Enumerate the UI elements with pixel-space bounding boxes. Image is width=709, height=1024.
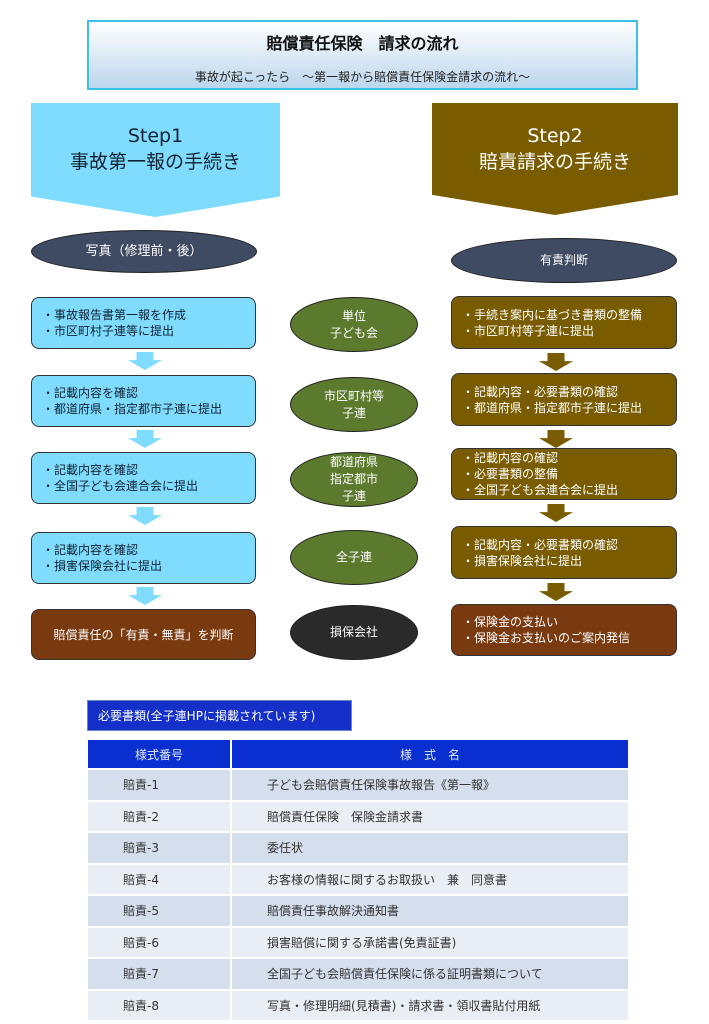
box-line: ・全国子ども会連合会に提出 <box>42 479 199 493</box>
step1-oval: 写真（修理前・後） <box>31 230 257 273</box>
form-number-cell: 賠責-3 <box>88 831 232 864</box>
step1-box: ・記載内容を確認・都道府県・指定都市子連に提出 <box>31 375 256 427</box>
box-line: ・損害保険会社に提出 <box>42 559 163 573</box>
form-number-cell: 賠責-8 <box>88 988 232 1020</box>
box-line: ・保険金の支払い <box>462 615 559 629</box>
form-name-cell: 委任状 <box>231 831 628 864</box>
box-line: ・都道府県・指定都市子連に提出 <box>462 400 643 415</box>
box-line: ・手続き案内に基づき書類の整備 <box>462 307 643 322</box>
step2-down-arrow-icon <box>539 504 573 522</box>
form-name-cell: お客様の情報に関するお取扱い 兼 同意書 <box>231 862 628 895</box>
step2-title: 賠責請求の手続き <box>478 151 631 173</box>
box-line: ・必要書類の整備 <box>462 467 559 481</box>
page-subtitle: 事故が起こったら ～第一報から賠償責任保険金請求の流れ～ <box>194 70 531 84</box>
form-name-cell: 賠償責任保険 保険金請求書 <box>231 799 628 832</box>
actor-oval: 都道府県指定都市子連 <box>290 452 418 507</box>
box-line: ・都道府県・指定都市子連に提出 <box>42 402 223 416</box>
step2-banner: Step2 賠責請求の手続き <box>432 103 678 215</box>
actor-oval: 損保会社 <box>290 605 418 660</box>
step2-final-box: ・保険金の支払い・保険金お支払いのご案内発信 <box>451 604 677 656</box>
step2-down-arrow-icon <box>539 583 573 601</box>
form-name-cell: 損害賠償に関する承諾書(免責証書) <box>231 925 628 958</box>
box-line: 市区町村等 <box>323 388 384 403</box>
step1-title: 事故第一報の手続き <box>69 151 241 173</box>
actor-oval: 全子連 <box>290 530 418 585</box>
box-line: 子ども会 <box>329 325 378 340</box>
box-line: ・全国子ども会連合会に提出 <box>462 483 619 497</box>
step2-box: ・記載内容・必要書類の確認・都道府県・指定都市子連に提出 <box>451 373 677 426</box>
form-number-cell: 賠責-2 <box>88 799 232 832</box>
box-line: ・事故報告書第一報を作成 <box>42 308 187 322</box>
step1-box: ・事故報告書第一報を作成・市区町村子連等に提出 <box>31 297 256 349</box>
actor-label: 都道府県指定都市子連 <box>330 454 378 505</box>
step1-box: ・記載内容を確認・損害保険会社に提出 <box>31 532 256 584</box>
step1-down-arrow-icon <box>128 587 162 605</box>
box-line: 全子連 <box>335 550 372 564</box>
actor-oval: 市区町村等子連 <box>290 377 418 432</box>
box-line: ・記載内容を確認 <box>42 543 139 557</box>
form-number-cell: 賠責-1 <box>88 768 232 801</box>
step2-label: Step2 <box>527 125 583 147</box>
step2-box: ・記載内容の確認・必要書類の整備・全国子ども会連合会に提出 <box>451 448 677 500</box>
col-header: 様式番号 <box>88 740 232 769</box>
step1-down-arrow-icon <box>128 507 162 525</box>
box-line: 子連 <box>341 489 366 503</box>
step1-box: ・記載内容を確認・全国子ども会連合会に提出 <box>31 452 256 504</box>
box-line: ・市区町村子連等に提出 <box>42 324 175 338</box>
box-line: 損保会社 <box>329 625 378 639</box>
actor-oval: 単位子ども会 <box>290 297 418 352</box>
actor-label: 損保会社 <box>330 624 378 641</box>
box-line: ・市区町村等子連に提出 <box>462 323 595 338</box>
box-line: ・記載内容を確認 <box>42 463 139 477</box>
step1-final-box: 賠償責任の「有責・無責」を判断 <box>31 609 256 660</box>
step2-box: ・記載内容・必要書類の確認・損害保険会社に提出 <box>451 526 677 579</box>
form-number-cell: 賠責-7 <box>88 957 232 990</box>
step1-label: Step1 <box>127 125 184 147</box>
actor-label: 市区町村等子連 <box>324 388 384 422</box>
box-line: 都道府県 <box>329 455 378 469</box>
box-line: 指定都市 <box>329 472 378 486</box>
step1-down-arrow-icon <box>128 352 162 370</box>
actor-label: 全子連 <box>336 549 372 566</box>
docs-label: 必要書類(全子連HPに掲載されています) <box>87 700 352 731</box>
col-header: 様 式 名 <box>231 740 628 769</box>
box-line: ・記載内容・必要書類の確認 <box>462 537 619 552</box>
box-line: ・記載内容の確認 <box>462 451 559 465</box>
step2-box: ・手続き案内に基づき書類の整備・市区町村等子連に提出 <box>451 296 677 349</box>
box-line: 単位 <box>341 308 366 323</box>
form-number-cell: 賠責-5 <box>88 894 232 927</box>
form-number-cell: 賠責-6 <box>88 925 232 958</box>
form-number-cell: 賠責-4 <box>88 862 232 895</box>
form-name-cell: 子ども会賠償責任保険事故報告《第一報》 <box>231 768 628 801</box>
box-line: ・保険金お支払いのご案内発信 <box>462 631 631 645</box>
actor-label: 単位子ども会 <box>330 308 378 342</box>
box-line: ・損害保険会社に提出 <box>462 553 583 568</box>
box-line: ・記載内容・必要書類の確認 <box>462 384 619 399</box>
box-line: 子連 <box>341 405 366 420</box>
form-name-cell: 写真・修理明細(見積書)・請求書・領収書貼付用紙 <box>231 988 628 1020</box>
title-banner: 賠償責任保険 請求の流れ 事故が起こったら ～第一報から賠償責任保険金請求の流れ… <box>87 20 638 90</box>
step2-down-arrow-icon <box>539 430 573 448</box>
step1-down-arrow-icon <box>128 430 162 448</box>
form-name-cell: 全国子ども会賠償責任保険に係る証明書類について <box>231 957 628 990</box>
step2-down-arrow-icon <box>539 353 573 371</box>
page-title: 賠償責任保険 請求の流れ <box>266 34 459 53</box>
form-name-cell: 賠償責任事故解決通知書 <box>231 894 628 927</box>
step1-banner: Step1 事故第一報の手続き <box>31 103 280 217</box>
step2-oval: 有責判断 <box>451 238 677 283</box>
box-line: ・記載内容を確認 <box>42 386 139 400</box>
